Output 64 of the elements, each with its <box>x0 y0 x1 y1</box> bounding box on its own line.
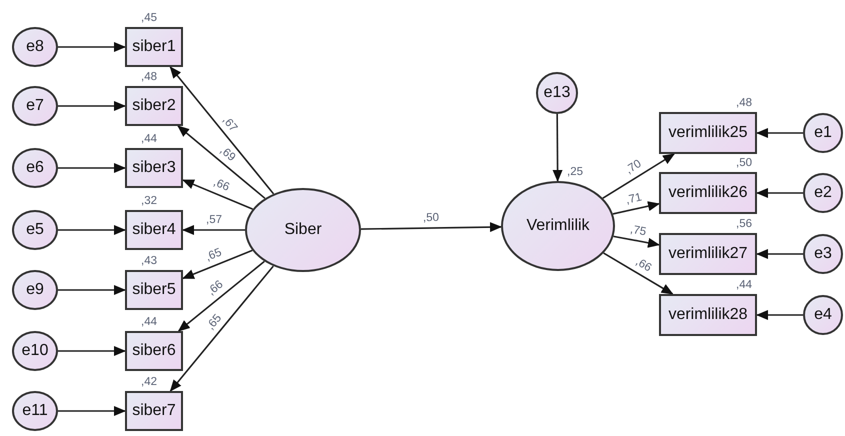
observed-variable-box: siber6 <box>125 331 183 371</box>
r-squared-value: ,44 <box>140 134 158 146</box>
path-arrow <box>552 114 563 182</box>
observed-variable-box: siber2 <box>125 86 183 126</box>
path-arrow <box>182 225 245 235</box>
path-arrow <box>58 406 126 416</box>
error-term-circle: e6 <box>12 148 58 188</box>
error-term-circle: e13 <box>536 72 578 114</box>
path-coefficient: ,50 <box>422 212 440 225</box>
error-term-circle: e9 <box>12 270 58 310</box>
path-arrow <box>58 101 126 111</box>
error-term-circle: e10 <box>12 331 58 371</box>
path-arrow <box>602 153 675 199</box>
observed-variable-box: verimlilik27 <box>659 233 757 275</box>
path-arrow <box>756 310 803 320</box>
path-arrow <box>756 249 803 259</box>
observed-variable-box: verimlilik25 <box>659 112 757 154</box>
error-term-circle: e5 <box>12 210 58 250</box>
r-squared-value: ,42 <box>140 377 158 388</box>
path-arrow <box>58 42 126 52</box>
r-squared-value: ,56 <box>735 219 753 230</box>
observed-variable-box: siber1 <box>125 27 183 67</box>
observed-variable-box: verimlilik28 <box>659 294 757 336</box>
error-term-circle: e2 <box>803 173 843 213</box>
path-arrow <box>58 285 126 295</box>
latent-variable-ellipse: Verimlilik <box>501 181 615 271</box>
error-term-circle: e4 <box>803 295 843 335</box>
r-squared-value: ,32 <box>140 196 158 208</box>
r-squared-value: ,44 <box>735 280 753 292</box>
path-arrow <box>58 225 126 235</box>
error-term-circle: e1 <box>803 113 843 153</box>
error-term-circle: e11 <box>12 391 58 431</box>
observed-variable-box: verimlilik26 <box>659 172 757 214</box>
path-arrow <box>613 236 660 248</box>
path-arrow <box>603 252 674 295</box>
r-squared-value: ,25 <box>566 167 584 178</box>
path-arrow <box>756 188 803 198</box>
observed-variable-box: siber4 <box>125 210 183 250</box>
r-squared-value: ,50 <box>735 158 753 170</box>
r-squared-value: ,43 <box>140 256 158 268</box>
error-term-circle: e7 <box>12 86 58 126</box>
path-arrow <box>178 260 265 332</box>
path-arrow <box>360 222 502 232</box>
path-arrow <box>177 125 266 199</box>
path-arrow <box>182 179 254 210</box>
latent-variable-ellipse: Siber <box>245 188 361 272</box>
path-arrow <box>58 163 126 173</box>
path-arrow <box>170 66 274 194</box>
r-squared-value: ,48 <box>140 72 158 84</box>
path-arrow <box>612 201 660 215</box>
path-coefficient: ,71 <box>624 192 644 208</box>
observed-variable-box: siber5 <box>125 270 183 310</box>
error-term-circle: e8 <box>12 27 58 67</box>
observed-variable-box: siber3 <box>125 148 183 188</box>
observed-variable-box: siber7 <box>125 391 183 431</box>
path-coefficient: ,57 <box>205 215 223 226</box>
path-arrow <box>756 128 803 138</box>
error-term-circle: e3 <box>803 234 843 274</box>
path-arrow <box>182 250 253 280</box>
r-squared-value: ,44 <box>140 317 158 328</box>
path-arrow <box>58 346 126 356</box>
path-arrow <box>170 266 274 392</box>
r-squared-value: ,45 <box>140 13 158 24</box>
r-squared-value: ,48 <box>735 98 753 110</box>
